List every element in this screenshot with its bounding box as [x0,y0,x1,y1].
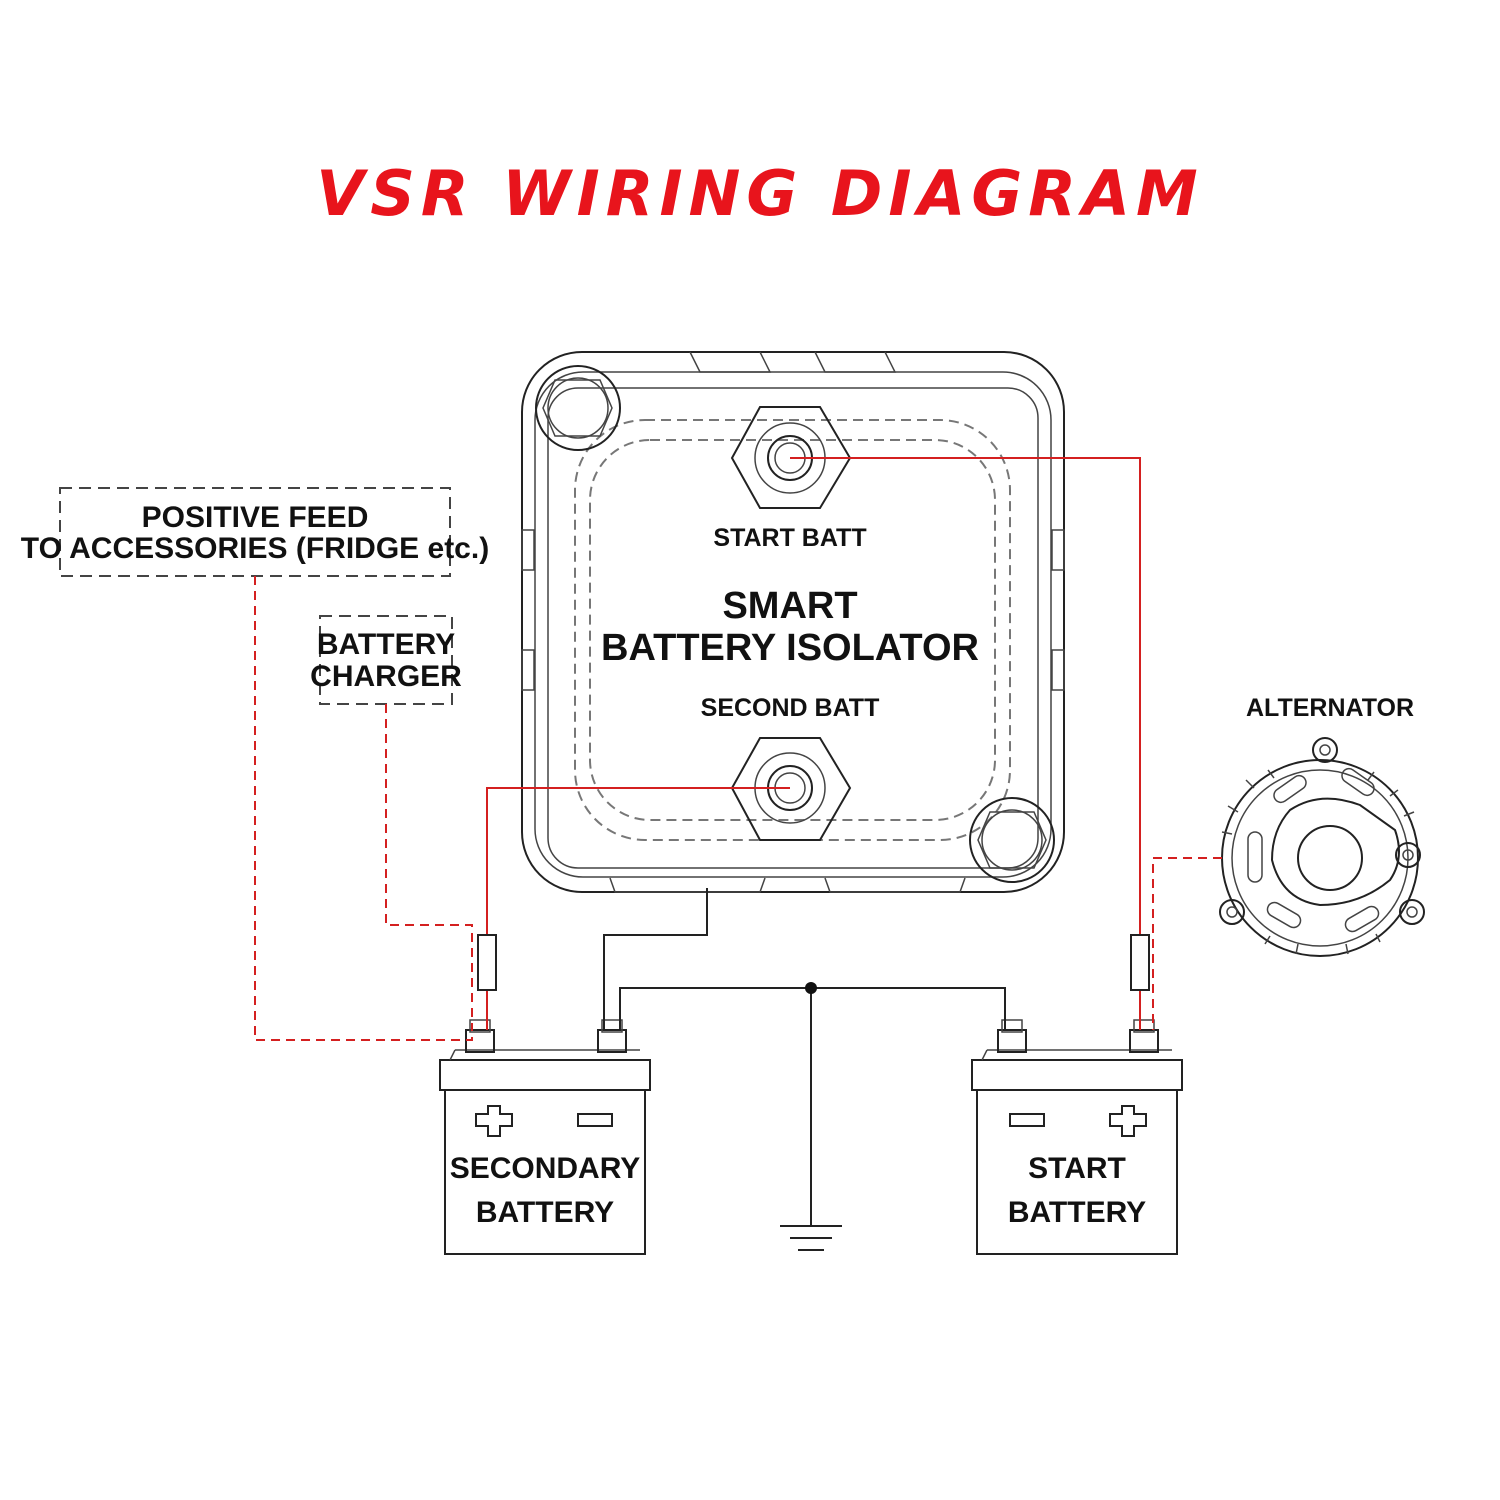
accessories-box: POSITIVE FEED TO ACCESSORIES (FRIDGE etc… [21,487,489,577]
ground-symbol [780,1225,842,1251]
charger-label-line2: CHARGER [310,660,462,693]
negative-wires [603,888,1006,1226]
minus-icon [577,1113,613,1127]
second-batt-label: SECOND BATT [701,694,880,722]
start-battery-label-line1: START [1028,1152,1126,1185]
battery-isolator: START BATT SMART BATTERY ISOLATOR SECOND… [521,351,1065,893]
start-batt-label: START BATT [713,524,866,552]
start-battery: START BATTERY [971,1019,1183,1255]
secondary-battery: SECONDARY BATTERY [439,1019,651,1255]
plus-icon [1109,1105,1147,1137]
dashed-feeds [254,576,1222,1041]
battery-charger-box: BATTERY CHARGER [310,615,462,705]
secondary-battery-label-line2: BATTERY [476,1196,614,1229]
diagram-title: VSR WIRING DIAGRAM [316,157,1203,230]
secondary-battery-label-line1: SECONDARY [450,1152,641,1185]
start-battery-label-line2: BATTERY [1008,1196,1146,1229]
mount-hole-top-left [535,365,621,451]
accessories-label-line1: POSITIVE FEED [142,501,369,534]
plus-icon [475,1105,513,1137]
isolator-name-line1: SMART [722,585,857,627]
mount-hole-bottom-right [969,797,1055,883]
minus-icon [1009,1113,1045,1127]
charger-label-line1: BATTERY [317,628,455,661]
isolator-name-line2: BATTERY ISOLATOR [601,627,979,669]
ground-junction [805,982,817,994]
alternator-label: ALTERNATOR [1246,694,1414,722]
fuse-secondary [477,934,497,991]
accessories-label-line2: TO ACCESSORIES (FRIDGE etc.) [21,532,489,565]
alternator: ALTERNATOR [1219,694,1425,957]
positive-wires [477,457,1150,1030]
fuse-start [1130,934,1150,991]
